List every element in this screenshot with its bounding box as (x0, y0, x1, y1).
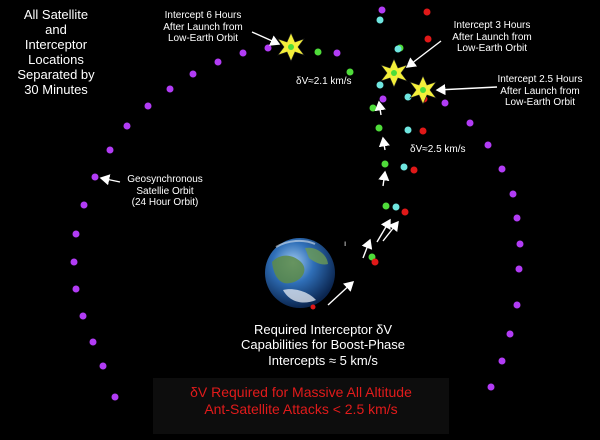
geo-satellite-dot (466, 119, 474, 127)
path-arrow (376, 218, 391, 243)
label-intercept-six-hours: Intercept 6 Hours After Launch from Low-… (163, 10, 243, 44)
satellite-dot-red (371, 258, 379, 266)
label-geo-orbit: Geosynchronous Satellie Orbit (24 Hour O… (127, 174, 203, 208)
label-pointers (99, 31, 498, 186)
pointer-six-hours (251, 31, 281, 46)
path-arrow (327, 281, 355, 306)
satellite-dot-cyan (404, 93, 412, 101)
geo-satellite-dot (515, 265, 523, 273)
path-arrow (378, 170, 390, 187)
geo-satellite-dot (498, 165, 506, 173)
geo-satellite-dot (513, 214, 521, 222)
intercept-burst-icon (277, 32, 305, 62)
geo-satellite-dot (99, 362, 107, 370)
path-arrow (374, 100, 386, 116)
interceptor-dot (314, 48, 322, 56)
earth-globe (265, 238, 335, 310)
geo-satellite-dot (80, 201, 88, 209)
geo-satellite-dot (513, 301, 521, 309)
boost-phase-note: Required Interceptor δV Capabilities for… (240, 322, 406, 368)
geo-satellite-dot (239, 49, 247, 57)
cyan-satellite-dots (376, 16, 412, 211)
geo-satellite-dot (264, 44, 272, 52)
geo-satellite-dot (487, 383, 495, 391)
geo-satellite-dot (441, 99, 449, 107)
satellite-dot-cyan (394, 45, 402, 53)
path-arrow (378, 136, 390, 151)
geo-satellite-dot (506, 330, 514, 338)
alert-banner (153, 378, 449, 434)
satellite-dot-red (423, 8, 431, 16)
geo-satellite-dot (484, 141, 492, 149)
geo-orbit-dots (70, 6, 524, 401)
geo-satellite-dot (189, 70, 197, 78)
geo-satellite-dot (106, 146, 114, 154)
interceptor-dot (346, 68, 354, 76)
label-delta-v-b: δV≈2.5 km/s (410, 144, 466, 155)
satellite-dot-cyan (392, 203, 400, 211)
geo-satellite-dot (214, 58, 222, 66)
satellite-dot-red (424, 35, 432, 43)
interceptor-dot (382, 202, 390, 210)
geo-satellite-dot (72, 230, 80, 238)
interceptor-dot (381, 160, 389, 168)
geo-satellite-dot (79, 312, 87, 320)
geo-satellite-dot (516, 240, 524, 248)
geo-satellite-dot (111, 393, 119, 401)
launch-site-marker (310, 304, 316, 310)
intercept-burst-icon (380, 58, 408, 88)
intercept-bursts (277, 32, 437, 105)
satellite-dot-cyan (404, 126, 412, 134)
geo-satellite-dot (166, 85, 174, 93)
satellite-dot-cyan (376, 81, 384, 89)
interceptor-dot (375, 124, 383, 132)
interceptor-path-arrows (327, 100, 399, 306)
star-glyph: ı (344, 239, 346, 248)
path-arrow (361, 238, 373, 259)
geo-satellite-dot (333, 49, 341, 57)
label-delta-v-a: δV≈2.1 km/s (296, 76, 352, 87)
geo-satellite-dot (144, 102, 152, 110)
all-altitude-note: δV Required for Massive All Altitude Ant… (190, 384, 412, 417)
geo-satellite-dot (498, 357, 506, 365)
label-intercept-two-half-hours: Intercept 2.5 Hours After Launch from Lo… (497, 74, 583, 108)
satellite-dot-red (401, 208, 409, 216)
pointer-three-hours (405, 40, 442, 68)
geo-satellite-dot (509, 190, 517, 198)
geo-satellite-dot (70, 258, 78, 266)
satellite-dot-cyan (376, 16, 384, 24)
geo-satellite-dot (91, 173, 99, 181)
satellite-dot-red (419, 127, 427, 135)
geo-satellite-dot (378, 6, 386, 14)
geo-satellite-dot (89, 338, 97, 346)
label-intercept-three-hours: Intercept 3 Hours After Launch from Low-… (452, 20, 532, 54)
geo-satellite-dot (72, 285, 80, 293)
path-arrow (382, 220, 399, 242)
satellite-dot-cyan (400, 163, 408, 171)
pointer-geo-orbit (99, 174, 121, 186)
pointer-two-half-hours (435, 83, 498, 96)
interceptor-dot (369, 104, 377, 112)
diagram-title: All Satellite and Interceptor Locations … (17, 7, 95, 97)
geo-satellite-dot (379, 95, 387, 103)
satellite-dot-red (410, 166, 418, 174)
geo-satellite-dot (123, 122, 131, 130)
intercept-burst-icon (409, 75, 437, 105)
